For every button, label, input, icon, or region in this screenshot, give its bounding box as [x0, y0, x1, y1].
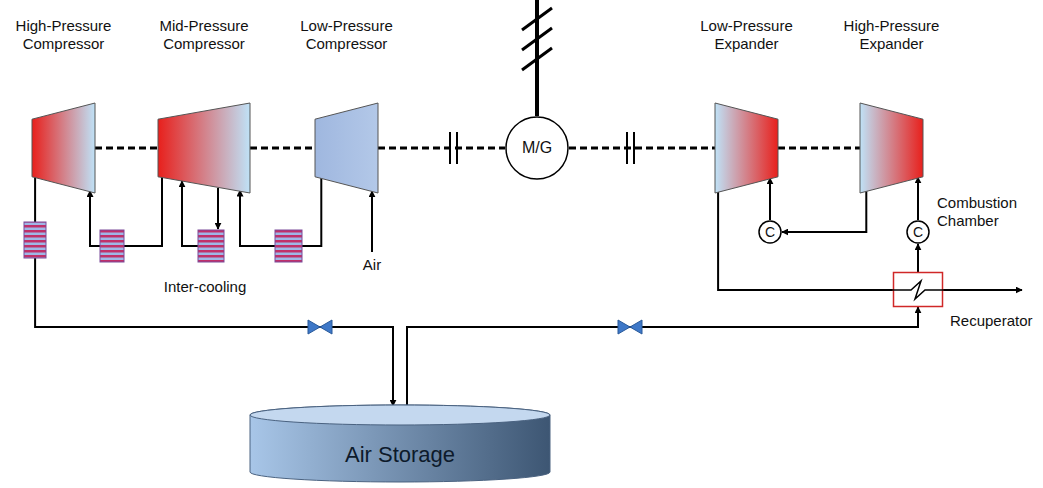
compressor-shape	[158, 103, 250, 193]
expander-shape	[860, 103, 923, 193]
node-label: M/G	[522, 139, 552, 157]
expander: High-Pressure Expander	[860, 103, 923, 193]
compressor-shape	[315, 103, 378, 193]
node-label: High-Pressure Expander	[827, 17, 957, 53]
shaft-line	[95, 147, 158, 150]
combustion-chamber: C	[758, 220, 782, 244]
air-inlet-arrow	[371, 191, 373, 252]
node-caption: Combustion Chamber	[937, 194, 1029, 230]
compressor: Low-Pressure Compressor	[315, 103, 378, 193]
exhaust-arrow	[943, 289, 1022, 291]
flow-line	[35, 177, 393, 406]
expander: Low-Pressure Expander	[715, 103, 778, 193]
shaft-line	[778, 147, 860, 150]
intercooler-symbol	[24, 222, 302, 262]
node-label: C	[765, 223, 775, 241]
compressor: High-Pressure Compressor	[32, 103, 95, 193]
shaft-line	[250, 147, 315, 150]
air-storage: Air Storage	[250, 405, 550, 482]
valve-symbol	[308, 320, 642, 334]
flow-line	[917, 244, 919, 272]
node-label: High-Pressure Compressor	[0, 17, 129, 53]
flow-line	[782, 190, 866, 232]
flow-line	[917, 177, 919, 220]
recuperator-shape	[893, 272, 943, 307]
flow-line	[718, 191, 893, 290]
node-label: Low-Pressure Compressor	[282, 17, 412, 53]
combustion-chamber: CCombustion Chamber	[906, 220, 930, 244]
recuperator: Recuperator	[893, 272, 943, 307]
node-label: Recuperator	[950, 312, 1033, 330]
expander-shape	[715, 103, 778, 193]
shaft-line	[569, 147, 715, 150]
node-label: Mid-Pressure Compressor	[139, 17, 269, 53]
compressor: Mid-Pressure Compressor	[158, 103, 250, 193]
node-label: C	[913, 223, 923, 241]
motor-generator: M/G	[505, 116, 569, 180]
shaft-line	[378, 147, 505, 150]
node-label: Air Storage	[345, 442, 455, 468]
grid-mast	[522, 0, 552, 116]
group-label: Inter-cooling	[164, 278, 247, 296]
inlet-label: Air	[363, 256, 381, 274]
flow-line	[769, 178, 771, 220]
node-label: Low-Pressure Expander	[682, 17, 812, 53]
compressor-shape	[32, 103, 95, 193]
flow-line	[407, 307, 918, 406]
